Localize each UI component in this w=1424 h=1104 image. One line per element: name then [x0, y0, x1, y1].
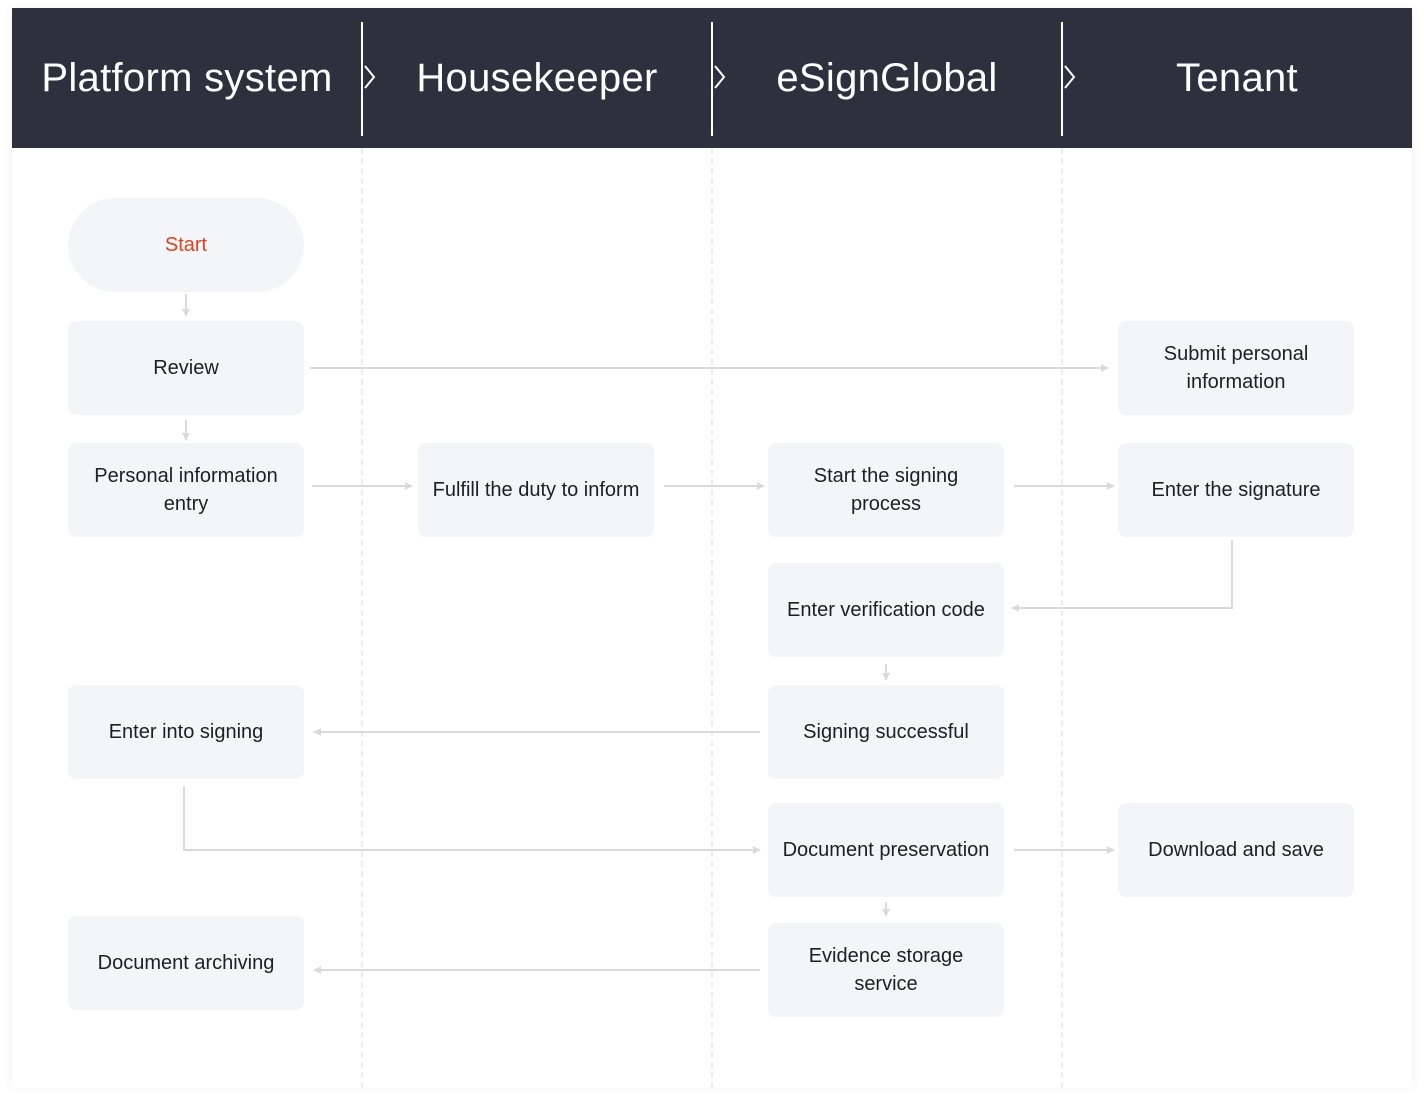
- lane-title-esignglobal: eSignGlobal: [776, 55, 998, 100]
- swimlane-diagram: Platform system Housekeeper eSignGlobal …: [12, 8, 1412, 1088]
- node-fulfill-duty-to-inform[interactable]: Fulfill the duty to inform: [418, 443, 654, 537]
- lane-divider: [1061, 22, 1063, 136]
- node-personal-information-entry[interactable]: Personal information entry: [68, 443, 304, 537]
- lane-separator: [711, 148, 713, 1088]
- node-review[interactable]: Review: [68, 321, 304, 415]
- lane-divider: [711, 22, 713, 136]
- lane-separator: [1061, 148, 1063, 1088]
- edge-enter-signing-to-preservation: [183, 786, 761, 854]
- node-start-signing-process[interactable]: Start the signing process: [768, 443, 1004, 537]
- node-document-archiving[interactable]: Document archiving: [68, 916, 304, 1010]
- lane-divider: [361, 22, 363, 136]
- chevron-right-icon: [1064, 65, 1076, 89]
- node-submit-personal-information[interactable]: Submit personal information: [1118, 321, 1354, 415]
- node-evidence-storage-service[interactable]: Evidence storage service: [768, 923, 1004, 1017]
- connector-layer: [182, 294, 1233, 974]
- node-document-preservation[interactable]: Document preservation: [768, 803, 1004, 897]
- lane-title-housekeeper: Housekeeper: [416, 55, 658, 100]
- lane-title-platform-system: Platform system: [41, 55, 333, 100]
- node-enter-signature[interactable]: Enter the signature: [1118, 443, 1354, 537]
- node-enter-into-signing[interactable]: Enter into signing: [68, 685, 304, 779]
- lane-separator: [361, 148, 363, 1088]
- lane-header-bar: Platform system Housekeeper eSignGlobal …: [12, 8, 1412, 148]
- edge-signature-to-verification: [1011, 540, 1233, 612]
- node-start[interactable]: Start: [68, 198, 304, 292]
- node-enter-verification-code[interactable]: Enter verification code: [768, 563, 1004, 657]
- node-signing-successful[interactable]: Signing successful: [768, 685, 1004, 779]
- lane-title-tenant: Tenant: [1176, 55, 1298, 100]
- chevron-right-icon: [364, 65, 376, 89]
- chevron-right-icon: [714, 65, 726, 89]
- node-download-and-save[interactable]: Download and save: [1118, 803, 1354, 897]
